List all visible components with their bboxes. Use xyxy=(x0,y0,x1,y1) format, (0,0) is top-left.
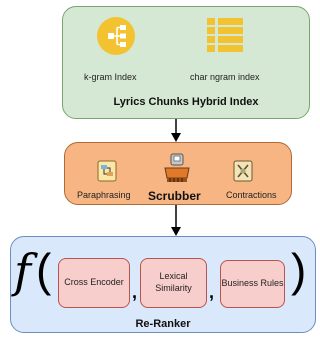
reranker-title: Re-Ranker xyxy=(135,318,191,330)
char-ngram-index-icon xyxy=(207,18,243,52)
business-rules-component: Business Rules xyxy=(220,260,285,308)
contractions-icon xyxy=(233,160,253,182)
kgram-index-icon xyxy=(97,17,135,55)
open-paren: ( xyxy=(36,244,52,296)
contractions-label: Contractions xyxy=(226,190,277,200)
separator-comma: , xyxy=(132,282,138,302)
char-ngram-index-label: char ngram index xyxy=(190,72,260,82)
close-paren: ) xyxy=(291,244,307,296)
hybrid-index-title: Lyrics Chunks Hybrid Index xyxy=(113,96,259,108)
separator-comma: , xyxy=(209,282,215,302)
scrubber-title: Scrubber xyxy=(148,189,201,203)
function-symbol: f xyxy=(14,244,32,298)
scrubber-icon xyxy=(164,153,190,182)
arrow-down-icon xyxy=(171,119,181,142)
arrow-down-icon xyxy=(171,205,181,236)
lexical-similarity-component: Lexical Similarity xyxy=(140,258,207,308)
kgram-index-label: k-gram Index xyxy=(84,72,137,82)
paraphrasing-label: Paraphrasing xyxy=(77,190,131,200)
paraphrasing-icon xyxy=(97,160,117,182)
cross-encoder-component: Cross Encoder xyxy=(58,258,130,308)
